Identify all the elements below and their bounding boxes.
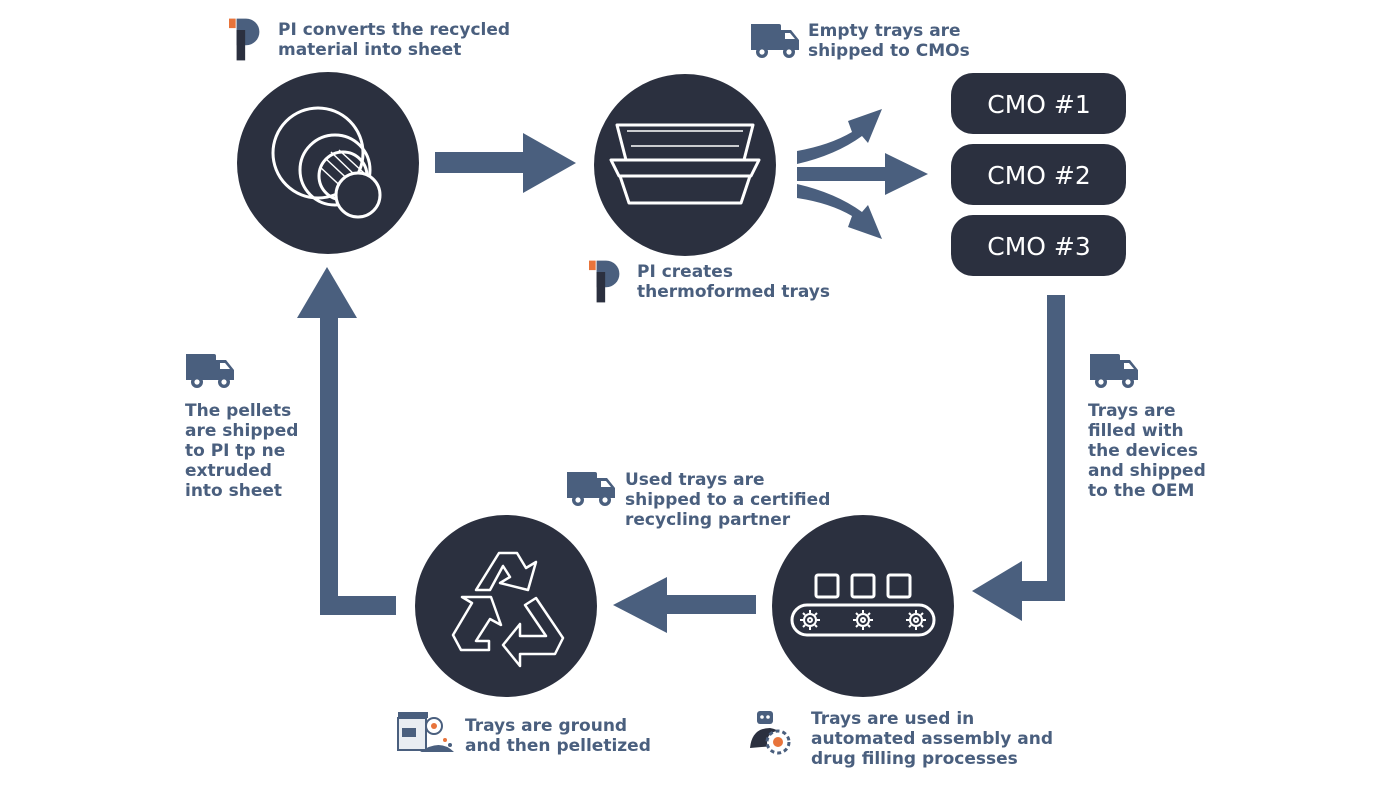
truck-icon [186,354,234,388]
step-filled-shipped-label: Trays are filled with the devices and sh… [1088,401,1206,501]
assembly-circle [772,515,954,697]
step-assembly-filling-label: Trays are used in automated assembly and… [811,709,1054,769]
pi-logo [589,260,620,303]
arrow-filling-to-grinding [613,577,756,633]
arrows [297,109,1065,633]
arrow-grinding-to-sheet [297,267,396,615]
cmo-2-label: CMO #2 [987,161,1091,190]
step-converts-sheet-label: PI converts the recycled material into s… [278,20,511,60]
cmo-2-pill: CMO #2 [951,144,1126,205]
robot-gear-icon [750,711,791,755]
arrow-sheet-to-trays [435,133,576,193]
step-used-trays-label: Used trays are shipped to a certified re… [625,470,831,530]
trays-circle [594,74,776,256]
cmo-1-pill: CMO #1 [951,73,1126,134]
truck-icon [1090,354,1138,388]
sheet-roll-circle [237,72,419,254]
truck-icon [751,24,799,58]
recycle-icon [451,551,565,668]
cmo-list: CMO #1 CMO #2 CMO #3 [951,73,1126,276]
recycle-circle [415,515,597,697]
sheet-roll-icon [271,106,382,219]
arrows-trays-to-cmos [797,109,928,239]
step-creates-trays-label: PI creates thermoformed trays [637,262,830,302]
step-pellets-shipped-label: The pellets are shipped to PI tp ne extr… [185,401,299,501]
grinder-icon [397,712,454,752]
conveyor-icon [790,573,936,637]
cmo-3-label: CMO #3 [987,232,1091,261]
step-empty-trays-label: Empty trays are shipped to CMOs [808,21,970,61]
truck-icon [567,472,615,506]
cmo-3-pill: CMO #3 [951,215,1126,276]
tray-icon [609,123,761,205]
cmo-1-label: CMO #1 [987,90,1091,119]
arrow-cmo-to-filling [972,295,1065,621]
pi-logo [229,18,260,61]
step-ground-pelletized-label: Trays are ground and then pelletized [465,716,651,756]
